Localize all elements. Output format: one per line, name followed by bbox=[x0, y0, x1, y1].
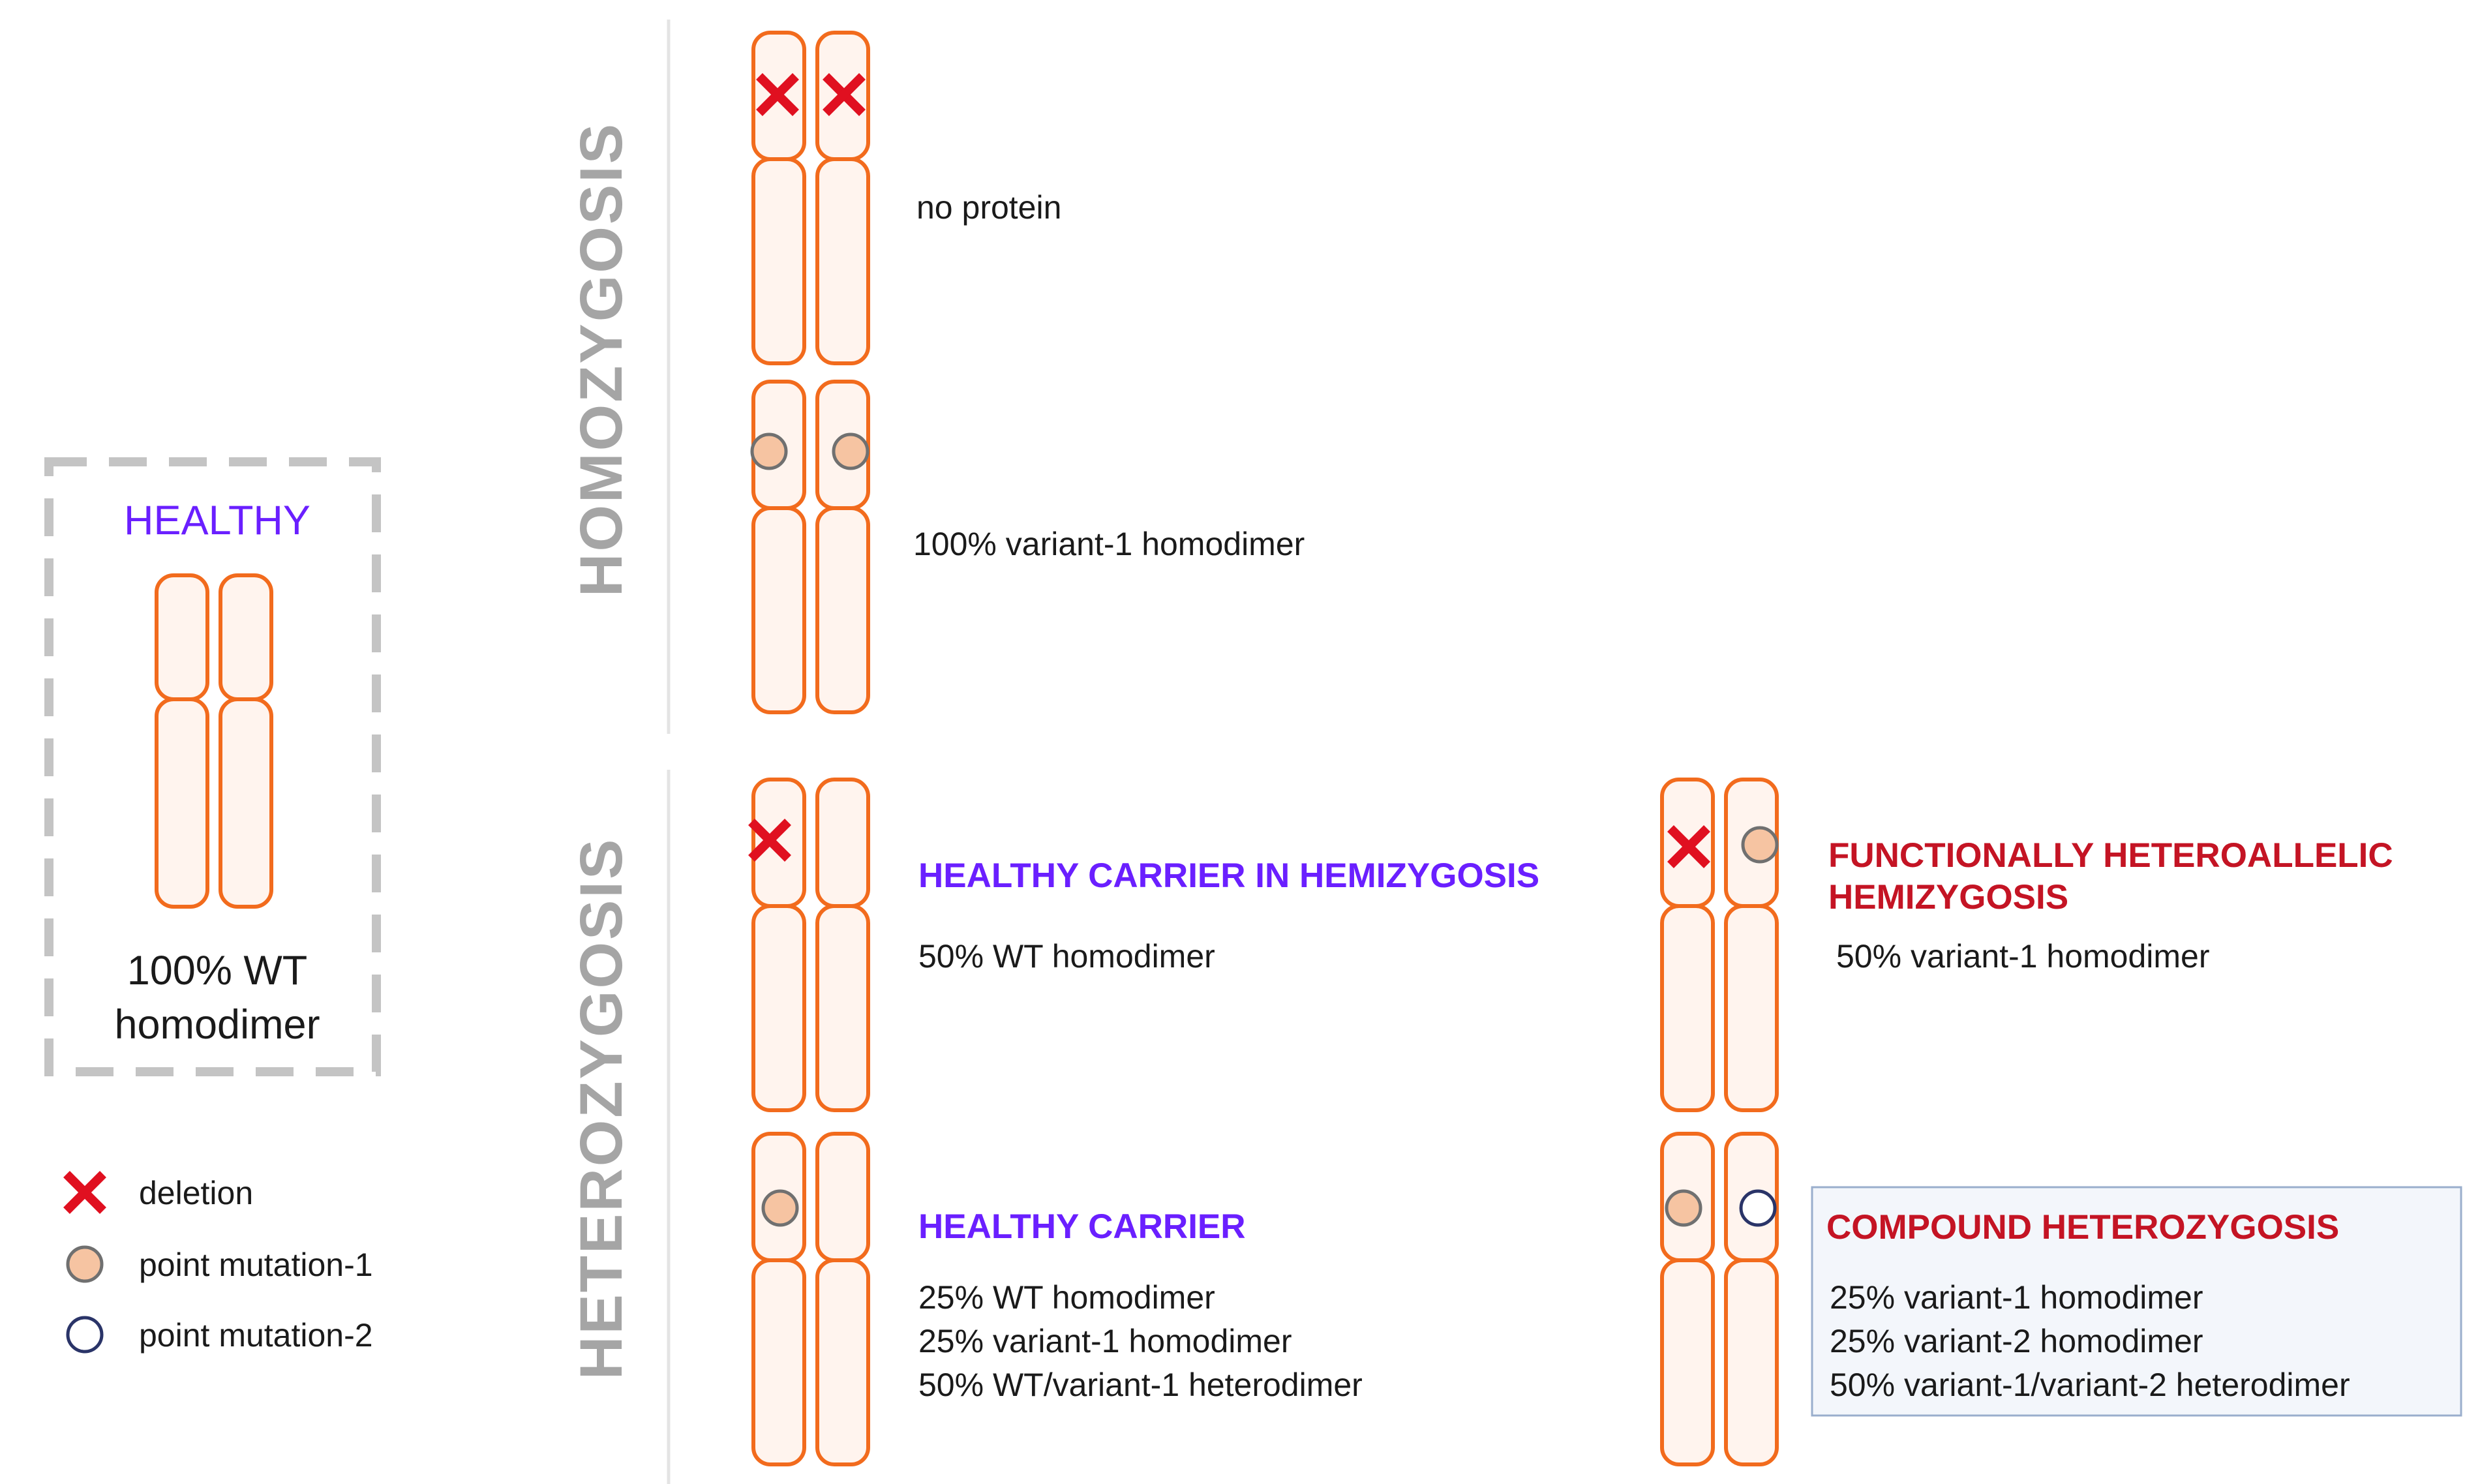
carrier-result-2: 25% variant-1 homodimer bbox=[918, 1323, 1292, 1359]
homo-mutation-chromosome-left bbox=[751, 380, 806, 714]
healthy-title: HEALTHY bbox=[124, 498, 310, 543]
healthy-caption-line2: homodimer bbox=[114, 1002, 320, 1048]
homo-mutation-point-right bbox=[832, 432, 870, 470]
legend-mutation-2-label: point mutation-2 bbox=[139, 1317, 373, 1354]
hemi-carrier-chromosome-left bbox=[751, 778, 806, 1112]
functional-hemi-deletion-cross bbox=[1667, 825, 1710, 868]
homo-deletion-cross-left bbox=[756, 73, 799, 116]
hemi-carrier-chromosome-right-short-arm bbox=[815, 778, 870, 908]
homo-mutation-chromosome-right bbox=[815, 380, 870, 714]
functional-hemi-chromosome-left bbox=[1660, 778, 1715, 1112]
compound-chromosome-right bbox=[1724, 1132, 1779, 1466]
hemi-carrier-result: 50% WT homodimer bbox=[918, 938, 1215, 975]
hemi-carrier-chromosome-right-long-arm bbox=[815, 904, 870, 1112]
homo-mutation-chromosome-left-long-arm bbox=[751, 506, 806, 714]
homo-mutation-point-left bbox=[750, 432, 788, 470]
carrier-point-mutation bbox=[761, 1189, 799, 1227]
legend-deletion-icon bbox=[63, 1171, 106, 1214]
compound-point-mutation-1 bbox=[1665, 1189, 1702, 1227]
compound-result-2: 25% variant-2 homodimer bbox=[1830, 1323, 2203, 1359]
carrier-result-1: 25% WT homodimer bbox=[918, 1279, 1215, 1316]
functional-hemi-title-line2: HEMIZYGOSIS bbox=[1828, 878, 2069, 916]
carrier-result-3: 50% WT/variant-1 heterodimer bbox=[918, 1367, 1363, 1403]
compound-chromosome-left-long-arm bbox=[1660, 1258, 1715, 1466]
marker-layer bbox=[63, 73, 1779, 1354]
functional-hemi-result: 50% variant-1 homodimer bbox=[1836, 938, 2210, 975]
compound-chromosome-right-long-arm bbox=[1724, 1258, 1779, 1466]
healthy-chromosome-left bbox=[155, 573, 209, 909]
healthy-chromosome-left-long-arm bbox=[155, 697, 209, 909]
homo-deletion-result: no protein bbox=[916, 189, 1062, 226]
healthy-chromosome-left-short-arm bbox=[155, 573, 209, 701]
healthy-chromosome-right-short-arm bbox=[219, 573, 273, 701]
functional-hemi-chromosome-right bbox=[1724, 778, 1779, 1112]
homozygosis-label: HOMOZYGOSIS bbox=[568, 121, 635, 597]
compound-box bbox=[1811, 1186, 2462, 1417]
carrier-chromosome-left-long-arm bbox=[751, 1258, 806, 1466]
compound-result-3: 50% variant-1/variant-2 heterodimer bbox=[1830, 1367, 2350, 1403]
carrier-title: HEALTHY CARRIER bbox=[918, 1207, 1246, 1246]
compound-chromosome-left bbox=[1660, 1132, 1715, 1466]
legend-point-mutation-2-icon bbox=[66, 1316, 104, 1354]
hemi-carrier-deletion-cross bbox=[748, 819, 791, 862]
homo-deletion-chromosome-right bbox=[815, 31, 870, 365]
carrier-chromosome-right-long-arm bbox=[815, 1258, 870, 1466]
functional-hemi-chromosome-left-long-arm bbox=[1660, 904, 1715, 1112]
homo-deletion-chromosome-left-long-arm bbox=[751, 157, 806, 365]
homo-mutation-chromosome-right-long-arm bbox=[815, 506, 870, 714]
carrier-chromosome-left bbox=[751, 1132, 806, 1466]
functional-hemi-point-mutation bbox=[1741, 826, 1779, 864]
legend-deletion-icon-stroke-b bbox=[63, 1171, 106, 1214]
healthy-chromosome-right bbox=[219, 573, 273, 909]
compound-result-1: 25% variant-1 homodimer bbox=[1830, 1279, 2203, 1316]
legend-mutation-1-label: point mutation-1 bbox=[139, 1247, 373, 1283]
homo-deletion-cross-left-stroke-b bbox=[756, 73, 799, 116]
compound-point-mutation-2 bbox=[1739, 1189, 1777, 1227]
hemi-carrier-chromosome-left-long-arm bbox=[751, 904, 806, 1112]
hemi-carrier-title: HEALTHY CARRIER IN HEMIZYGOSIS bbox=[918, 856, 1540, 895]
functional-hemi-title-line1: FUNCTIONALLY HETEROALLELIC bbox=[1828, 836, 2393, 875]
heterozygosis-label: HETEROZYGOSIS bbox=[568, 837, 635, 1380]
hemi-carrier-deletion-cross-stroke-b bbox=[748, 819, 791, 862]
homo-deletion-chromosome-right-long-arm bbox=[815, 157, 870, 365]
healthy-caption-line1: 100% WT bbox=[127, 948, 308, 993]
healthy-chromosome-right-long-arm bbox=[219, 697, 273, 909]
functional-hemi-deletion-cross-stroke-b bbox=[1667, 825, 1710, 868]
legend-point-mutation-1-icon bbox=[66, 1245, 104, 1283]
chromosome-layer bbox=[155, 31, 1779, 1466]
homo-mutation-result: 100% variant-1 homodimer bbox=[913, 526, 1305, 562]
homo-deletion-cross-right-stroke-b bbox=[823, 73, 866, 116]
functional-hemi-chromosome-right-long-arm bbox=[1724, 904, 1779, 1112]
hemi-carrier-chromosome-right bbox=[815, 778, 870, 1112]
carrier-chromosome-right bbox=[815, 1132, 870, 1466]
homo-deletion-cross-right bbox=[823, 73, 866, 116]
legend-deletion-label: deletion bbox=[139, 1175, 254, 1211]
healthy-frame bbox=[44, 457, 381, 1076]
compound-title: COMPOUND HETEROZYGOSIS bbox=[1826, 1208, 2340, 1247]
carrier-chromosome-right-short-arm bbox=[815, 1132, 870, 1262]
